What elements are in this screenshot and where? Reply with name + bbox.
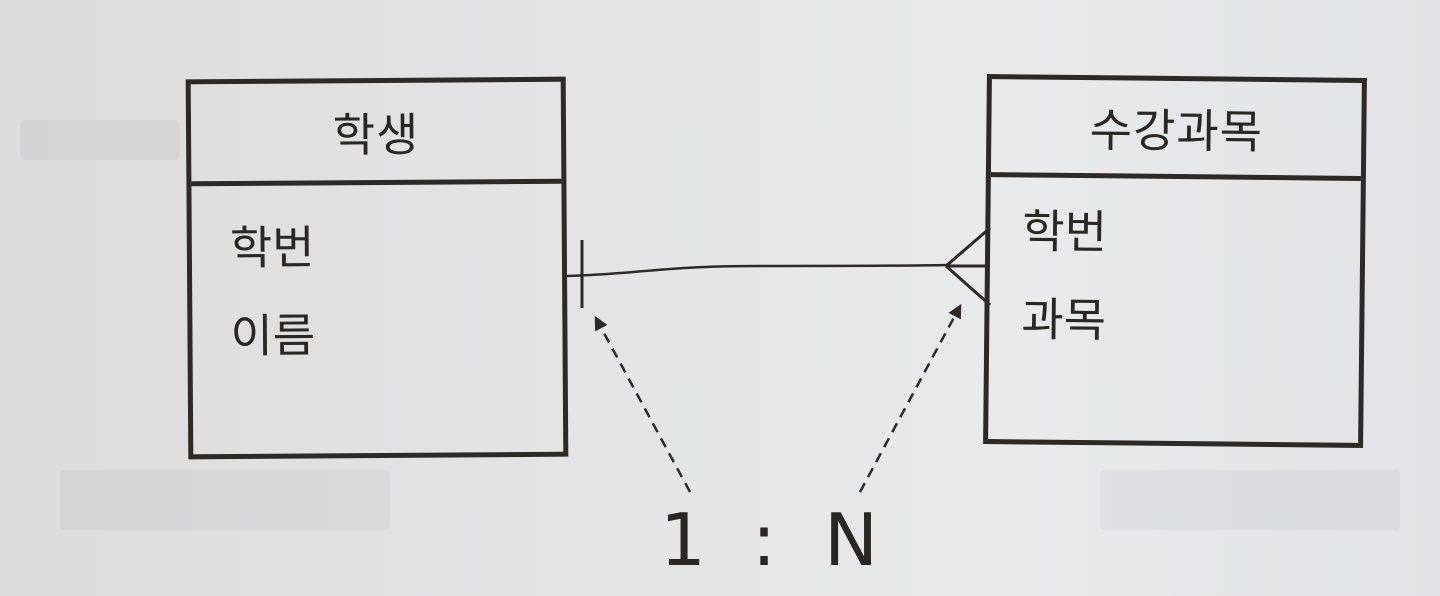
background-ghost-text: [60, 470, 390, 530]
relationship-line: [566, 263, 949, 278]
background-ghost-text: [20, 120, 180, 160]
cardinality-label: 1 : N: [660, 498, 878, 582]
cardinality-separator: :: [751, 498, 777, 582]
many-crows-foot-icon: [945, 226, 991, 307]
many-pointer-arrow: [858, 303, 962, 493]
left-cardinality: 1: [660, 498, 706, 582]
background-ghost-text: [1100, 470, 1400, 530]
one-pointer-arrow: [594, 315, 692, 493]
right-cardinality: N: [824, 498, 878, 582]
